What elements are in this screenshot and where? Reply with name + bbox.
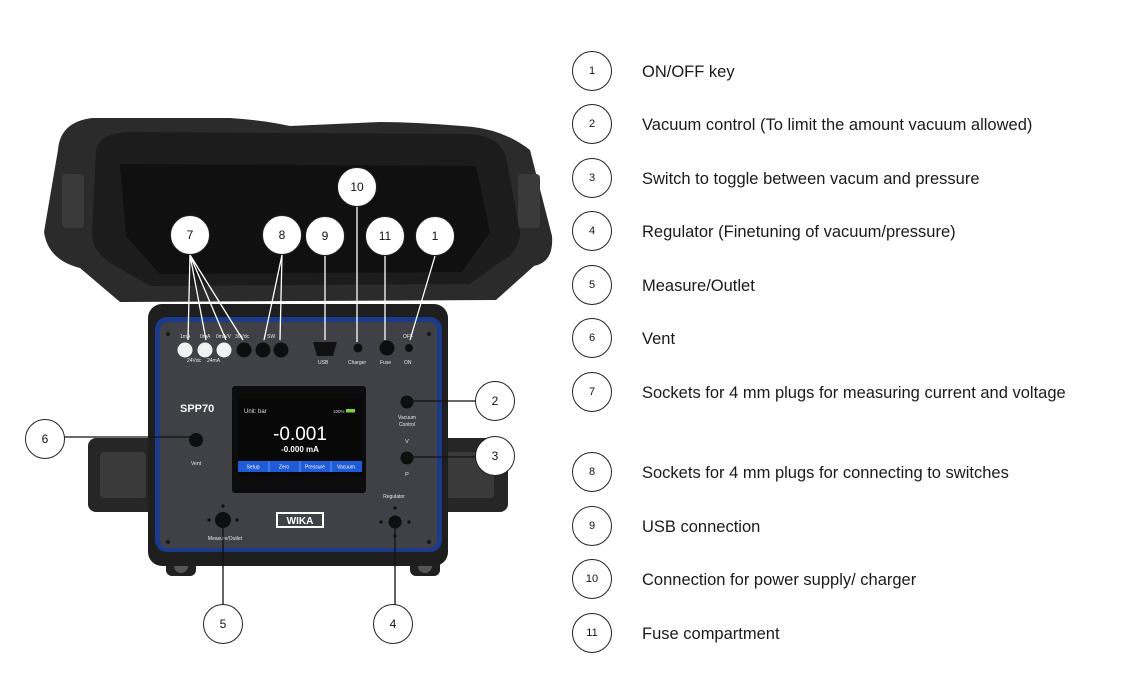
softkey-bar: Setup Zero Pressure Vacuum — [238, 461, 362, 472]
legend-item-7: 7 Sockets for 4 mm plugs for measuring c… — [572, 372, 1112, 420]
legend-number: 3 — [572, 158, 612, 198]
callout-10: 10 — [337, 167, 377, 207]
callout-8: 8 — [262, 215, 302, 255]
legend-item-3: 3 Switch to toggle between vacum and pre… — [572, 158, 1112, 206]
softkey-vacuum[interactable]: Vacuum — [337, 465, 355, 471]
label-socket-a: 1mA — [180, 334, 191, 340]
label-regulator: Regulator — [383, 494, 405, 500]
legend-text: Sockets for 4 mm plugs for measuring cur… — [642, 384, 1066, 402]
legend-text: Regulator (Finetuning of vacuum/pressure… — [642, 223, 956, 241]
legend-text: Connection for power supply/ charger — [642, 571, 917, 589]
label-measure-outlet: Measure/Outlet — [208, 536, 243, 542]
label-vacuum-control-2: Control — [399, 422, 415, 428]
legend-item-4: 4 Regulator (Finetuning of vacuum/pressu… — [572, 211, 1112, 259]
label-fuse: Fuse — [380, 360, 391, 366]
legend-number: 6 — [572, 318, 612, 358]
legend-text: ON/OFF key — [642, 63, 735, 81]
panel-screws — [165, 331, 432, 545]
label-on: ON — [404, 360, 412, 366]
label-sw: SW — [267, 334, 275, 340]
legend-number: 10 — [572, 559, 612, 599]
callout-11: 11 — [365, 216, 405, 256]
switch-sockets — [255, 342, 289, 358]
label-vacuum-control-1: Vacuum — [398, 415, 416, 421]
callout-5: 5 — [203, 604, 243, 644]
legend-item-10: 10 Connection for power supply/ charger — [572, 559, 1112, 607]
label-vent: Vent — [191, 461, 202, 467]
legend-number: 11 — [572, 613, 612, 653]
legend-text: Sockets for 4 mm plugs for connecting to… — [642, 464, 1009, 482]
legend-text: Measure/Outlet — [642, 277, 755, 295]
usb-port[interactable] — [313, 342, 337, 356]
label-off: OFF — [403, 334, 413, 340]
legend-text: Vacuum control (To limit the amount vacu… — [642, 116, 1033, 134]
legend-number: 8 — [572, 452, 612, 492]
legend-item-9: 9 USB connection — [572, 506, 1112, 554]
legend-number: 7 — [572, 372, 612, 412]
callout-3: 3 — [475, 436, 515, 476]
measuring-sockets — [177, 342, 252, 358]
screen-unit: Unit: bar — [244, 409, 267, 415]
label-v: V — [405, 439, 409, 445]
callout-6: 6 — [25, 419, 65, 459]
charger-port[interactable] — [353, 343, 363, 353]
callout-2: 2 — [475, 381, 515, 421]
label-charger: Charger — [348, 360, 366, 366]
callout-1: 1 — [415, 216, 455, 256]
legend-item-6: 6 Vent — [572, 318, 1112, 366]
legend-text: Switch to toggle between vacum and press… — [642, 170, 980, 188]
legend-item-8: 8 Sockets for 4 mm plugs for connecting … — [572, 452, 1112, 500]
callout-9: 9 — [305, 216, 345, 256]
legend-number: 1 — [572, 51, 612, 91]
vp-toggle-switch[interactable] — [400, 451, 414, 465]
callout-4: 4 — [373, 604, 413, 644]
legend-text: Vent — [642, 330, 676, 348]
label-24ma: 24mA — [207, 358, 221, 364]
legend-number: 5 — [572, 265, 612, 305]
switch-socket-2[interactable] — [273, 342, 289, 358]
on-off-key[interactable] — [405, 344, 413, 352]
legend-item-1: 1 ON/OFF key — [572, 51, 1112, 99]
wika-logo: WIKA — [287, 516, 314, 527]
label-socket-d: 30Vdc — [235, 334, 250, 340]
legend-text: USB connection — [642, 518, 761, 536]
label-usb: USB — [318, 360, 329, 366]
model-name: SPP70 — [180, 403, 214, 415]
softkey-pressure[interactable]: Pressure — [305, 465, 325, 471]
leader-lines-dark — [60, 400, 477, 605]
screen-sub-value: -0.000 mA — [281, 445, 319, 454]
socket-white-1[interactable] — [177, 342, 193, 358]
switch-socket-1[interactable] — [255, 342, 271, 358]
leader-lines — [187, 205, 436, 342]
legend-item-2: 2 Vacuum control (To limit the amount va… — [572, 104, 1112, 152]
case-lid — [44, 118, 553, 302]
vent-port[interactable] — [189, 433, 203, 447]
screen-battery: 100% — [333, 409, 345, 414]
callout-7: 7 — [170, 215, 210, 255]
label-p: P — [405, 472, 409, 478]
legend-number: 9 — [572, 506, 612, 546]
socket-white-3[interactable] — [216, 342, 232, 358]
legend-item-11: 11 Fuse compartment — [572, 613, 1112, 661]
label-24vdc: 24Vdc — [187, 358, 202, 364]
legend-number: 2 — [572, 104, 612, 144]
device-illustration: 1mA 0mA 0mA/V 30Vdc SW OFF 24Vdc 24mA US… — [44, 118, 553, 605]
screen-main-value: -0.001 — [273, 424, 327, 445]
legend-item-5: 5 Measure/Outlet — [572, 265, 1112, 313]
socket-black-1[interactable] — [236, 342, 252, 358]
socket-white-2[interactable] — [197, 342, 213, 358]
legend-number: 4 — [572, 211, 612, 251]
label-socket-c: 0mA/V — [216, 334, 232, 340]
legend-text: Fuse compartment — [642, 625, 780, 643]
vacuum-control-knob[interactable] — [400, 395, 414, 409]
softkey-zero[interactable]: Zero — [279, 465, 290, 471]
battery-icon — [346, 409, 355, 413]
fuse-holder[interactable] — [379, 340, 395, 356]
softkey-setup[interactable]: Setup — [246, 465, 259, 471]
